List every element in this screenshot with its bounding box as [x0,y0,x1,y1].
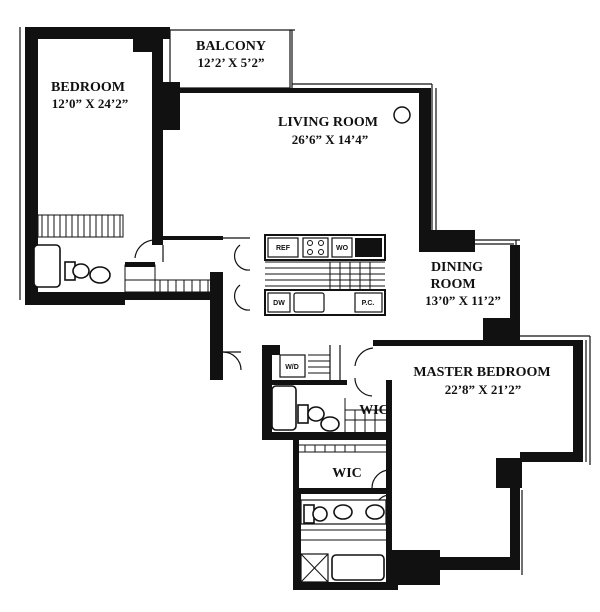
door-entry [222,351,242,371]
window-lines [19,27,591,575]
bedroom-dims: 12’0” X 24’2” [52,96,129,111]
wall-bedroom-pillar [155,82,180,130]
wall-dining-pillar [419,230,475,252]
living-room-name: LIVING ROOM [278,115,378,130]
core-toilet-bowl [307,406,325,422]
walls [25,27,583,590]
kitchen-floor [265,261,385,290]
lower-toilet-bowl [312,506,328,522]
balcony-name: BALCONY [196,39,266,54]
wall-master-right [573,340,583,462]
wall-core-top [262,345,280,355]
master-bedroom-name: MASTER BEDROOM [413,365,550,380]
door-master [354,347,374,367]
kitchen: REF WO DW P.C. [264,234,386,316]
wall-core-left [262,345,272,440]
vanity-sink-2 [365,504,385,520]
column-circle [393,106,411,124]
wall-living-top [180,88,430,93]
wall-lower-bath-left [293,494,301,589]
wic-2-name: WIC [332,466,362,481]
wd-closet [279,354,306,378]
wall-master-right-lower [510,485,520,570]
laundry-area [124,264,156,293]
wall-wic2-left [293,440,299,495]
door-bedroom [134,239,156,259]
wall-living-right [419,88,431,238]
sink [89,266,111,284]
dishwasher [267,292,291,313]
closet-shelves [37,214,124,238]
balcony-dims: 12’2’ X 5’2” [198,55,265,70]
wall-core-mid [262,432,390,440]
wall-bath-bottom [118,292,218,300]
wall-bedroom-right [152,27,163,245]
appliance-dw: DW [273,300,285,307]
living-room-dims: 26’6” X 14’4” [292,132,369,147]
dining-room-name-2: ROOM [430,277,475,292]
core-baths: W/D [271,354,387,583]
core-bathtub [271,385,297,431]
stove [302,237,329,258]
wall-core-right [386,380,392,590]
wall-master-bottom-block [390,550,440,585]
pantry-cabinet [354,292,383,313]
wall-hall-left [210,272,223,380]
wall-master-right-step [520,452,583,462]
bedroom-name: BEDROOM [51,80,125,95]
appliance-wd: W/D [285,364,299,371]
master-bedroom-dims: 22’8” X 21’2” [445,382,522,397]
wall-master-top [373,340,583,346]
wall-lower-bath-bottom [293,582,398,590]
core-toilet-tank [297,404,309,424]
wall-bedroom-bottom [25,292,125,305]
lower-bathtub [331,554,385,581]
wall-oven [331,237,353,258]
toilet-bowl [72,263,90,279]
appliance-wo: WO [336,245,349,252]
dining-room-dims: 13’0” X 11’2” [425,293,501,308]
refrigerator [267,237,299,258]
wall-bedroom-left [25,27,38,305]
dining-room-name-1: DINING [431,260,483,275]
wall-core-top2 [262,380,347,385]
vanity-sink-1 [333,504,353,520]
wall-dining-right [510,245,520,345]
wall-hall-top [155,236,223,240]
wic-1-name: WIC [359,403,389,418]
balcony-outline [169,29,291,89]
wall-master-pillar [496,458,522,488]
door-wic [354,377,373,397]
door-wic2 [371,469,391,489]
wall-wic2-bottom [293,488,390,494]
kitchen-sink [293,292,325,313]
bedroom-bath [33,214,215,293]
appliance-pc: P.C. [362,300,375,307]
room-labels: BALCONY 12’2’ X 5’2” BEDROOM 12’0” X 24’… [51,39,551,481]
core-sink [320,416,340,432]
bathtub [33,244,61,288]
appliance-ref: REF [276,245,291,252]
